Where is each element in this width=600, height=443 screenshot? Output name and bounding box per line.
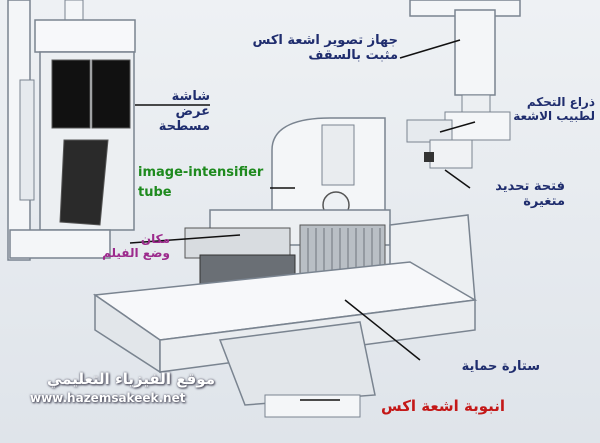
watermark-url: www.hazemsakeek.net	[30, 391, 185, 405]
label-ceiling-xray: جهاز تصوير اشعة اكس مثبت بالسقف	[238, 34, 398, 64]
label-variable-aperture: فتحة تحديد متغيرة	[470, 180, 565, 210]
flat-screen-monitor-1	[52, 60, 90, 128]
watermark-site-name: موقع الفيزياء التعليمي	[30, 370, 215, 388]
collimator-box	[430, 140, 472, 168]
swing-monitor	[60, 140, 108, 225]
collimator-knob	[424, 152, 434, 162]
film-slot	[185, 228, 290, 258]
label-protective-curtain: ستارة حماية	[435, 360, 540, 375]
ceiling-column	[455, 10, 495, 95]
xray-tube-housing	[265, 395, 360, 417]
ceiling-mount-left	[65, 0, 83, 20]
label-control-arm: ذراع التحكم لطبيب الاشعة	[480, 96, 595, 124]
label-image-intensifier: image-intensifier tube	[138, 163, 268, 203]
intensifier-panel	[322, 125, 354, 185]
ceiling-pole-sleeve	[20, 80, 34, 200]
label-film-place: مكان وضع الفيلم	[75, 233, 170, 261]
label-flat-screen: شاشة عرض مسطحة	[140, 90, 210, 135]
flat-screen-monitor-2	[92, 60, 130, 128]
monitor-bracket	[35, 20, 135, 52]
label-xray-tube: انبوبة اشعة اكس	[355, 398, 505, 415]
